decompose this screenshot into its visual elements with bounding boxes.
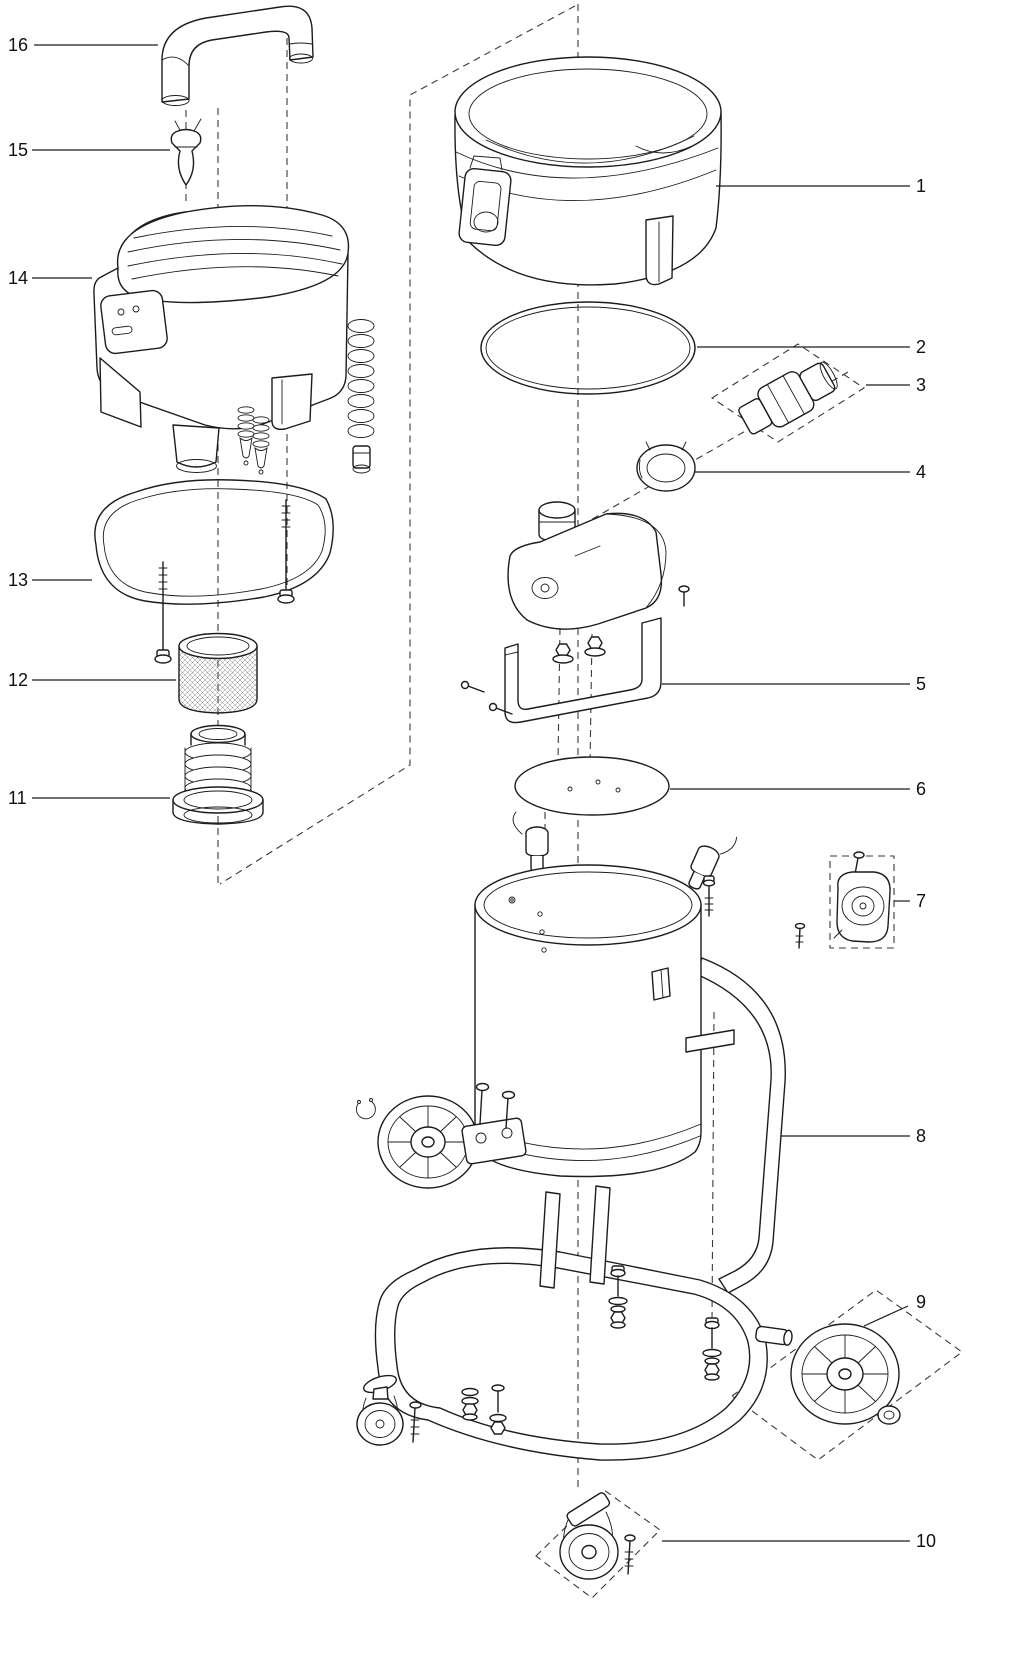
long-screw-right	[277, 499, 295, 604]
callout-10: 10	[916, 1531, 936, 1551]
bolt-a	[702, 875, 716, 917]
rear-wheel	[790, 1323, 901, 1425]
callout-12: 12	[8, 670, 28, 690]
callout-14: 14	[8, 268, 28, 288]
callout-13: 13	[8, 570, 28, 590]
pump-cover	[833, 851, 891, 943]
callout-8: 8	[916, 1126, 926, 1146]
long-screw-left	[154, 561, 172, 664]
callout-3: 3	[916, 375, 926, 395]
filter-mesh	[178, 632, 258, 714]
motor-plate	[514, 756, 670, 816]
callout-16: 16	[8, 35, 28, 55]
check-valve-springs	[237, 406, 270, 475]
swivel-caster	[559, 1492, 636, 1580]
o-ring	[480, 301, 696, 395]
callout-4: 4	[916, 462, 926, 482]
front-caster	[356, 1374, 422, 1446]
carry-handle	[161, 5, 314, 106]
pump-unit	[507, 501, 667, 630]
callout-6: 6	[916, 779, 926, 799]
tank-body	[474, 864, 702, 1178]
callout-15: 15	[8, 140, 28, 160]
clamp-ring	[636, 441, 696, 492]
bolt-b	[794, 922, 806, 949]
cable-gland-left	[512, 811, 549, 873]
pump-bracket	[460, 585, 690, 724]
frame-support-bracket	[685, 1029, 735, 1053]
cart-frame	[374, 957, 793, 1461]
callout-5: 5	[916, 674, 926, 694]
hose-coupling	[738, 361, 838, 435]
callout-11: 11	[8, 788, 27, 808]
left-wheel-assembly	[355, 1082, 527, 1189]
fastener-stack-1	[608, 1265, 628, 1329]
float-assembly	[172, 724, 264, 825]
valve-cone	[170, 118, 202, 186]
fastener-stack-4	[489, 1384, 507, 1435]
callout-2: 2	[916, 337, 926, 357]
lid-gasket	[94, 479, 334, 605]
callout-1: 1	[916, 176, 926, 196]
motor-head	[93, 205, 350, 473]
callout-7: 7	[916, 891, 926, 911]
cable-gland-right	[688, 836, 738, 890]
callout-9: 9	[916, 1292, 926, 1312]
fastener-stack-2	[702, 1317, 722, 1381]
callout-labels: 16 15 14 13 12 11 1 2 3 4 5 6 7 8 9 10	[8, 35, 936, 1551]
collection-container	[454, 56, 722, 286]
fastener-stack-3	[461, 1387, 479, 1421]
spiral-hose	[347, 319, 375, 474]
leader-lines	[32, 44, 910, 1542]
